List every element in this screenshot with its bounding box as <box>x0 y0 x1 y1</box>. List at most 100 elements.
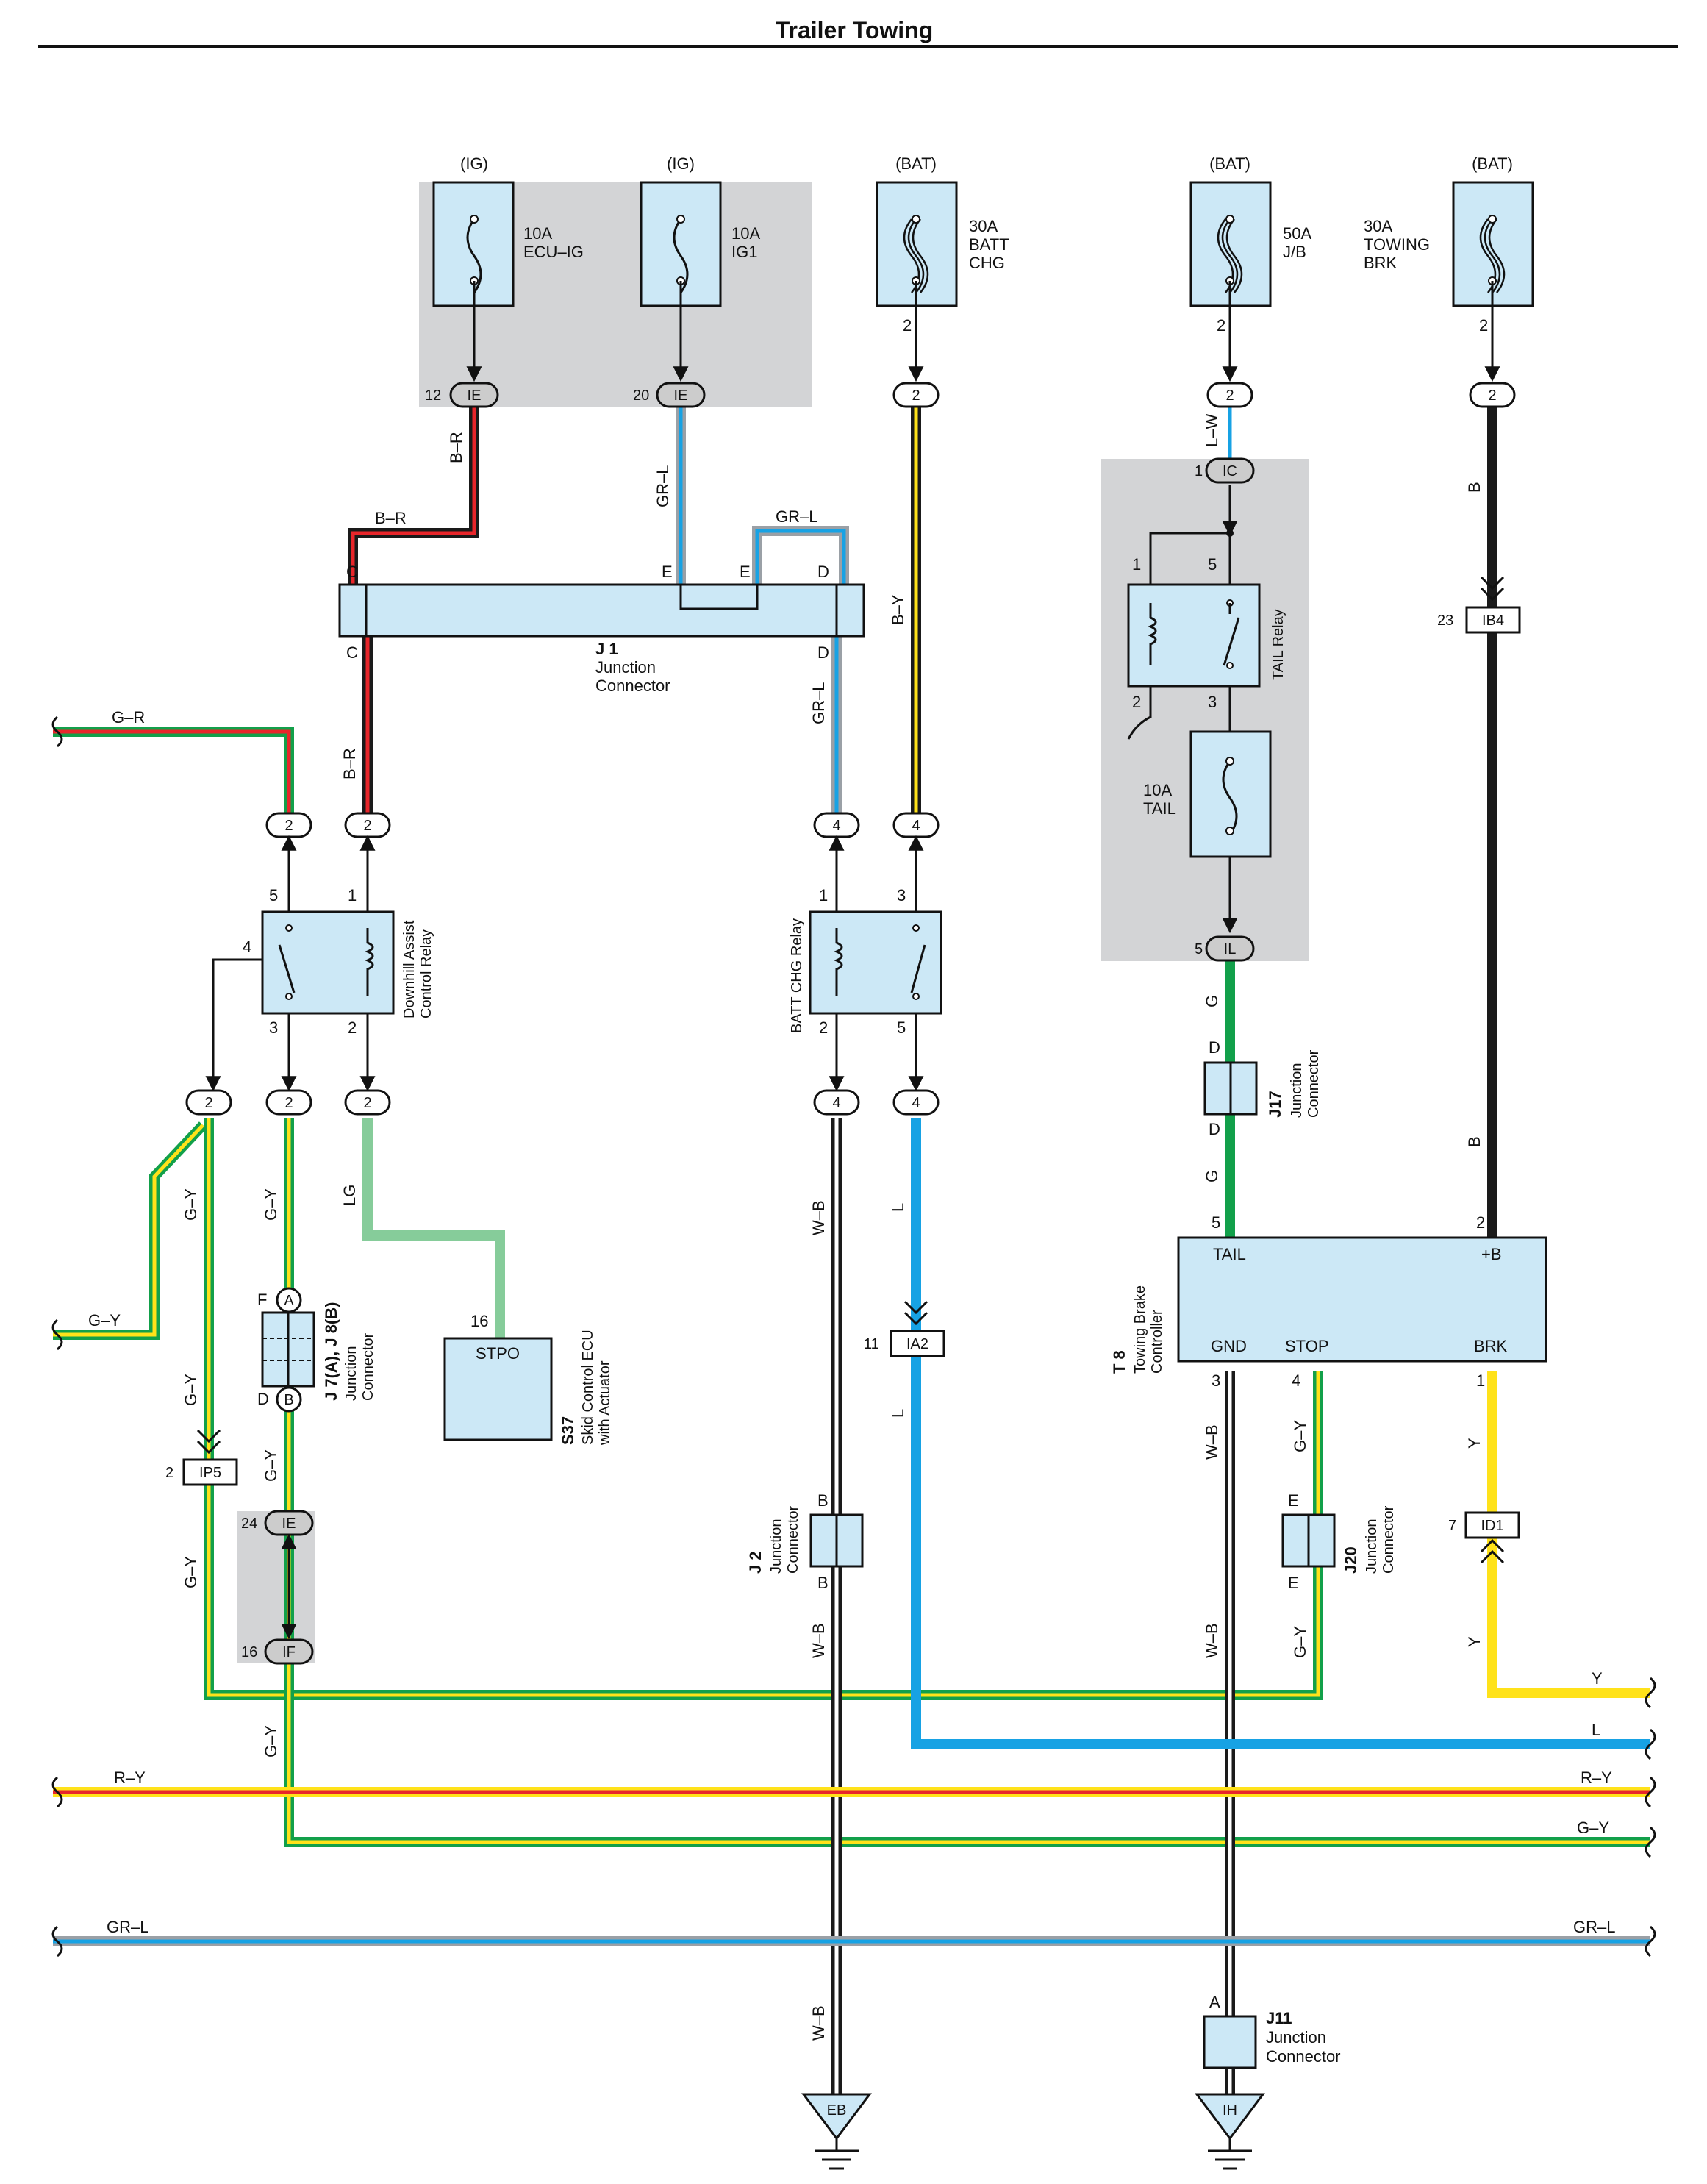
j1-pin-c-top: C <box>346 563 358 581</box>
svg-text:23: 23 <box>1437 613 1453 629</box>
j1-name1: Junction <box>595 658 656 677</box>
lbl-l-3: L <box>1592 1721 1600 1739</box>
tail-relay-pin-1: 1 <box>1132 555 1141 574</box>
tail-relay: 1 5 2 3 TAIL Relay <box>1127 485 1286 740</box>
svg-text:2: 2 <box>284 1095 293 1111</box>
fuse-batt-chg-name1: BATT <box>969 235 1009 254</box>
t8-terminal-stop: STOP <box>1285 1337 1329 1355</box>
s37-pin: 16 <box>470 1312 488 1330</box>
j1-pin-d-top: D <box>817 563 829 581</box>
connector-ie-12: IE 12 <box>425 382 499 408</box>
connector-il-5: IL 5 <box>1195 935 1255 962</box>
connector-by-4: 4 <box>892 812 940 838</box>
connector-gy-mid-2: 2 <box>265 1089 312 1116</box>
j8-pin-b: B <box>284 1392 293 1408</box>
lbl-b-r-2: B–R <box>375 509 407 527</box>
fuse-batt-chg: (BAT) 30A BATT CHG 2 <box>876 154 1009 382</box>
t8-name1: Towing Brake <box>1132 1285 1148 1374</box>
j2-name2: Connector <box>785 1505 801 1574</box>
t8-pin-tail: 5 <box>1212 1213 1220 1232</box>
lbl-g-y-1: G–Y <box>182 1188 200 1221</box>
connector-jb-2: 2 <box>1206 382 1253 408</box>
fuse-jb-rating: 50A <box>1283 224 1311 243</box>
svg-text:4: 4 <box>832 1095 840 1111</box>
j17-pin-bottom: D <box>1209 1120 1220 1138</box>
svg-text:2: 2 <box>284 818 293 834</box>
fuse-towing-brk-name1: TOWING <box>1364 235 1430 254</box>
t8-terminal-gnd: GND <box>1211 1337 1247 1355</box>
t8-pin-stop: 4 <box>1292 1371 1300 1390</box>
lbl-w-b-4: W–B <box>1203 1424 1221 1460</box>
svg-text:IH: IH <box>1223 2102 1237 2119</box>
j20-name2: Connector <box>1381 1505 1397 1574</box>
lbl-b-r-1: B–R <box>447 432 465 463</box>
t8-name2: Controller <box>1149 1310 1165 1374</box>
lbl-y-2: Y <box>1465 1636 1484 1647</box>
lbl-b-y: B–Y <box>889 594 907 625</box>
j17-name2: Connector <box>1306 1049 1322 1118</box>
svg-text:2: 2 <box>204 1095 212 1111</box>
lbl-r-y-1: R–Y <box>114 1769 146 1787</box>
svg-text:20: 20 <box>633 388 649 404</box>
j2-pin-top: B <box>817 1491 829 1510</box>
fuse-batt-chg-rating: 30A <box>969 217 998 235</box>
j7-j8-name1: Junction <box>343 1346 359 1402</box>
lbl-w-b-3: W–B <box>809 2005 828 2041</box>
svg-text:IA2: IA2 <box>906 1336 928 1352</box>
svg-text:4: 4 <box>832 818 840 834</box>
lbl-g-y-3: G–Y <box>88 1311 121 1330</box>
svg-text:IE: IE <box>282 1516 296 1532</box>
s37-name1: Skid Control ECU <box>580 1330 596 1445</box>
j7-pin-a: A <box>284 1293 294 1309</box>
lbl-y-3: Y <box>1592 1669 1603 1688</box>
j17-id: J17 <box>1266 1091 1284 1118</box>
lbl-b-r-3: B–R <box>340 748 359 779</box>
fuse-ecu-ig: (IG) 10A ECU–IG <box>432 154 584 382</box>
connector-batt-2: 2 <box>892 382 940 408</box>
j7-j8-name2: Connector <box>360 1332 376 1401</box>
wire-gr-l-jumper <box>752 526 849 585</box>
lbl-g-y-6: G–Y <box>182 1556 200 1588</box>
lbl-g-1: G <box>1203 995 1221 1007</box>
fuse-ecu-ig-name: ECU–IG <box>523 243 584 261</box>
j7-j8-id: J 7(A), J 8(B) <box>322 1302 340 1401</box>
batt-relay-pin-3: 3 <box>897 886 906 904</box>
batt-relay-pin-5: 5 <box>897 1018 906 1037</box>
ground-ih: IH <box>1195 2093 1265 2170</box>
j1-pin-d-bottom: D <box>817 643 829 662</box>
j11-pin: A <box>1209 1993 1220 2011</box>
j11-junction-connector: A J11 Junction Connector <box>1203 1993 1341 2069</box>
lbl-g-y-7: G–Y <box>262 1725 280 1757</box>
svg-text:1: 1 <box>1195 463 1203 479</box>
page-title: Trailer Towing <box>776 17 934 43</box>
wire-y-yellow <box>1487 1371 1650 1698</box>
downhill-assist-control-relay: 5 1 4 3 2 Downhill Assist Control Relay <box>205 835 434 1092</box>
t8-terminal-tail: TAIL <box>1213 1245 1246 1263</box>
fuse-tail-name: TAIL <box>1143 799 1176 818</box>
lbl-g-y-2: G–Y <box>262 1188 280 1221</box>
wire-g-r <box>53 727 294 813</box>
svg-text:2: 2 <box>912 388 920 404</box>
j8-pin-d: D <box>257 1390 269 1408</box>
lbl-b-2: B <box>1465 1136 1484 1147</box>
connector-wb-4: 4 <box>813 1089 860 1116</box>
fuse-towing-brk-rating: 30A <box>1364 217 1392 235</box>
svg-text:IC: IC <box>1223 463 1237 479</box>
wire-b-r-upper <box>348 404 479 585</box>
connector-ia2: IA2 11 <box>864 1300 945 1357</box>
connector-ic-1: IC 1 <box>1195 457 1255 484</box>
svg-text:2: 2 <box>1225 388 1234 404</box>
j1-junction-connector: C E E D C D J 1 Junction Connector <box>338 563 865 695</box>
j2-junction-connector: B B J 2 Junction Connector <box>746 1491 864 1592</box>
fuse-batt-chg-name2: CHG <box>969 254 1005 272</box>
fuse-ig1: (IG) 10A IG1 <box>640 154 760 382</box>
fuse-ecu-ig-source: (IG) <box>460 154 488 173</box>
t8-id: T 8 <box>1110 1350 1128 1374</box>
t8-pin-gnd: 3 <box>1212 1371 1220 1390</box>
svg-text:EB: EB <box>827 2102 847 2119</box>
lbl-l-2: L <box>889 1409 907 1418</box>
j2-id: J 2 <box>746 1551 765 1574</box>
s37-name2: with Actuator <box>597 1360 613 1446</box>
lbl-w-b-1: W–B <box>809 1200 828 1235</box>
t8-towing-brake-controller: TAIL +B GND STOP BRK 5 2 3 4 1 T 8 Towin… <box>1110 1213 1547 1390</box>
